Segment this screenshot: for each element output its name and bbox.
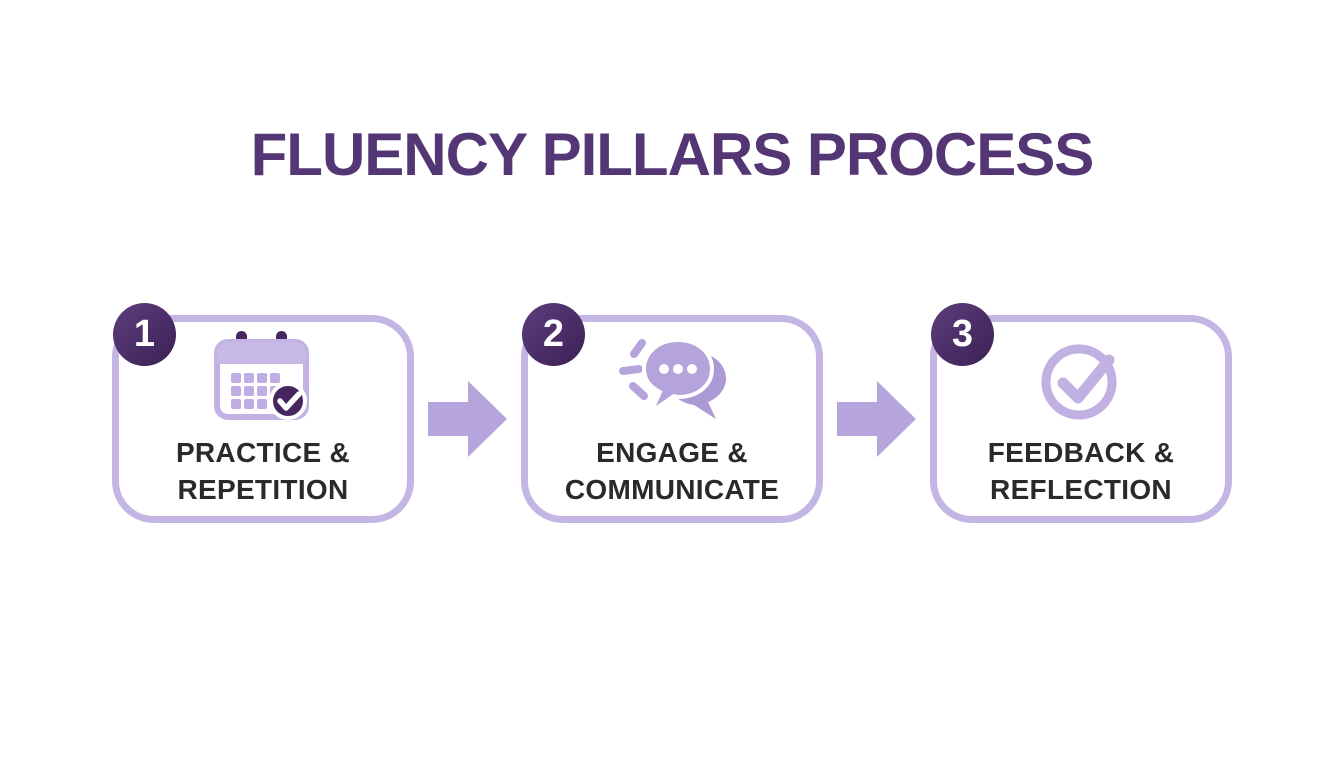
arrow-gap <box>414 377 521 461</box>
chat-bubbles-icon <box>608 329 736 429</box>
check-circle-icon <box>1035 329 1127 429</box>
step-label-line1: ENGAGE & <box>596 437 748 468</box>
step-number: 1 <box>133 313 156 355</box>
step-number-badge: 1 <box>113 303 176 366</box>
step-label-line2: REPETITION <box>177 474 349 505</box>
step-card-feedback-reflection: 3 FEEDBACK & REFLECTION <box>930 303 1232 523</box>
arrow-gap <box>823 377 930 461</box>
step-card-practice-repetition: 1 <box>112 303 414 523</box>
step-number-badge: 2 <box>522 303 585 366</box>
step-number: 3 <box>951 313 974 355</box>
step-card-engage-communicate: 2 ENGAGE & COMMUNICATE <box>521 303 823 523</box>
step-label: PRACTICE & REPETITION <box>176 434 350 508</box>
step-label-line1: FEEDBACK & <box>987 437 1175 468</box>
step-label: ENGAGE & COMMUNICATE <box>565 434 779 508</box>
step-label-line1: PRACTICE & <box>175 437 351 468</box>
page-title: FLUENCY PILLARS PROCESS <box>250 121 1095 188</box>
step-label: FEEDBACK & REFLECTION <box>988 434 1175 508</box>
arrow-right-icon <box>836 381 916 457</box>
calendar-check-icon <box>211 329 315 429</box>
step-label-line2: COMMUNICATE <box>564 474 780 505</box>
step-number-badge: 3 <box>931 303 994 366</box>
process-steps-row: 1 <box>0 303 1344 523</box>
step-number: 2 <box>542 313 565 355</box>
step-label-line2: REFLECTION <box>990 474 1172 505</box>
arrow-right-icon <box>427 381 507 457</box>
